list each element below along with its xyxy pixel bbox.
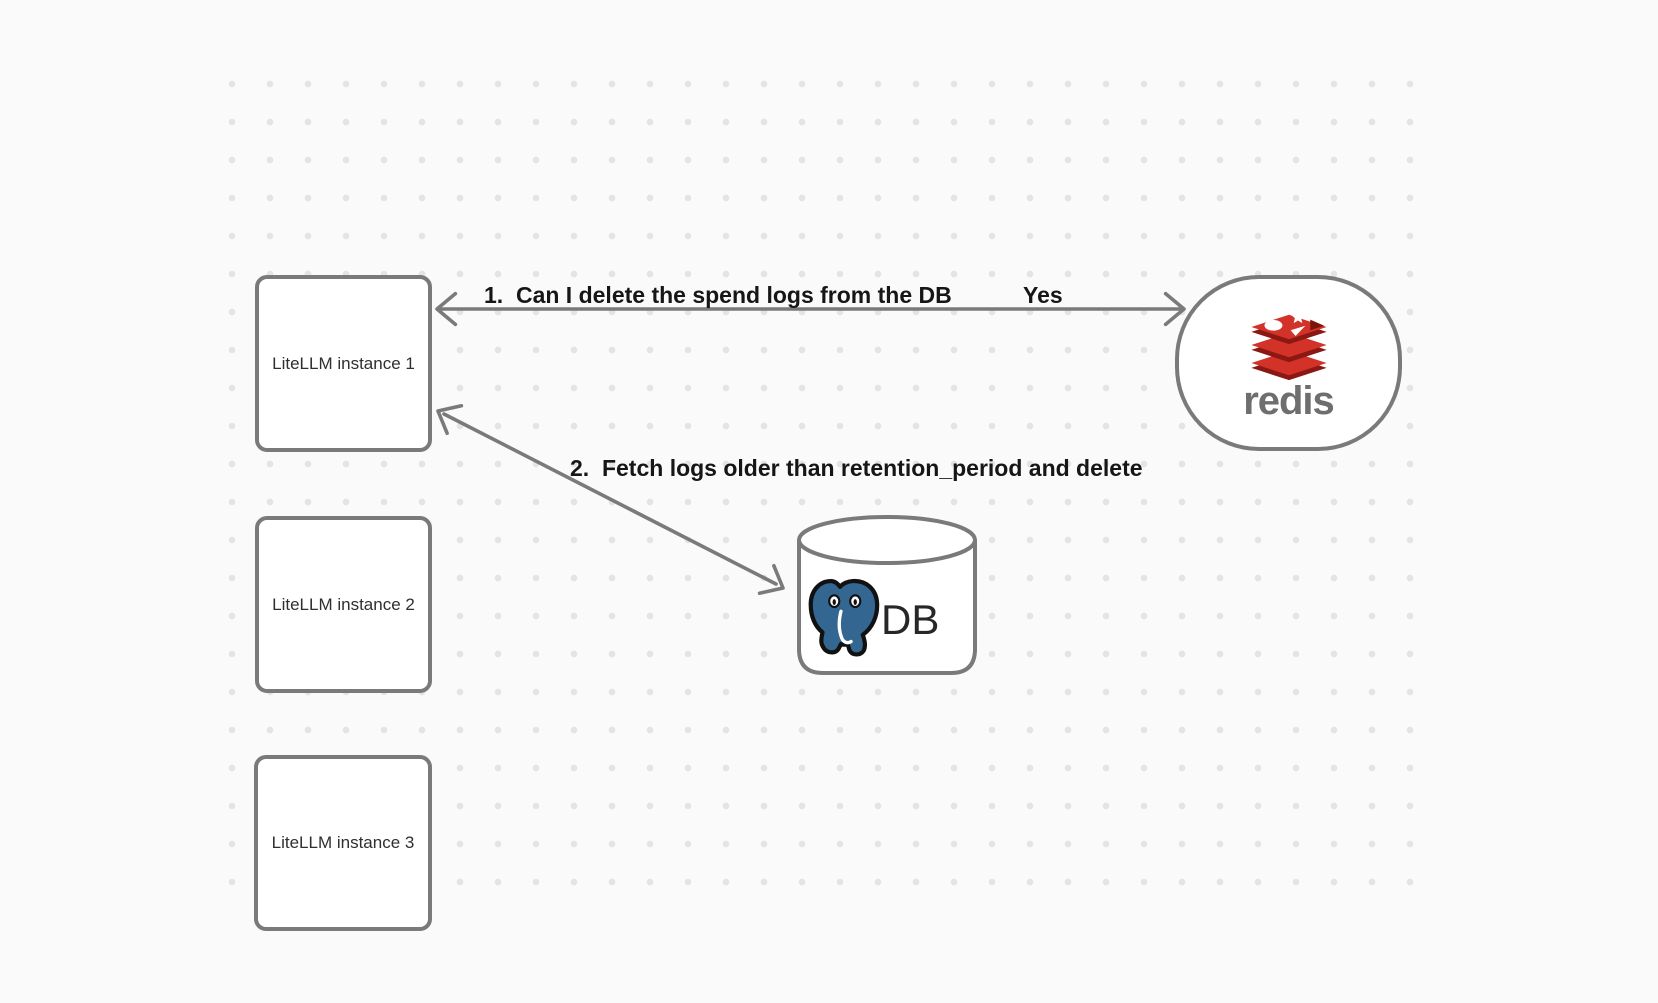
postgresql-elephant-icon [808, 578, 880, 657]
db-cylinder-top [797, 515, 977, 565]
arrow-step2-head-bottom [757, 563, 785, 596]
node-redis[interactable]: redis [1175, 275, 1402, 451]
node-litellm-instance-2[interactable]: LiteLLM instance 2 [255, 516, 432, 693]
arrow-step1-response-label: Yes [1023, 282, 1063, 308]
arrow-step2[interactable] [436, 403, 785, 596]
node-litellm-instance-1[interactable]: LiteLLM instance 1 [255, 275, 432, 452]
node-litellm-instance-2-label: LiteLLM instance 2 [272, 594, 415, 614]
arrow-step1-head-right [1163, 291, 1186, 327]
arrow-step1-head-left [435, 291, 458, 327]
node-litellm-instance-3-label: LiteLLM instance 3 [271, 833, 415, 852]
arrow-step1[interactable] [435, 291, 1186, 327]
node-litellm-instance-1-label: LiteLLM instance 1 [272, 353, 415, 373]
arrow-step2-line [442, 412, 778, 586]
arrow-step2-head-top [436, 403, 464, 436]
arrow-step2-label: 2. Fetch logs older than retention_perio… [570, 455, 1143, 481]
arrow-step1-label: 1. Can I delete the spend logs from the … [484, 282, 952, 308]
node-litellm-instance-3[interactable]: LiteLLM instance 3 [254, 755, 432, 931]
redis-logo-icon [1250, 309, 1327, 381]
db-label: DB [881, 596, 940, 643]
redis-wordmark: redis [1243, 379, 1335, 423]
